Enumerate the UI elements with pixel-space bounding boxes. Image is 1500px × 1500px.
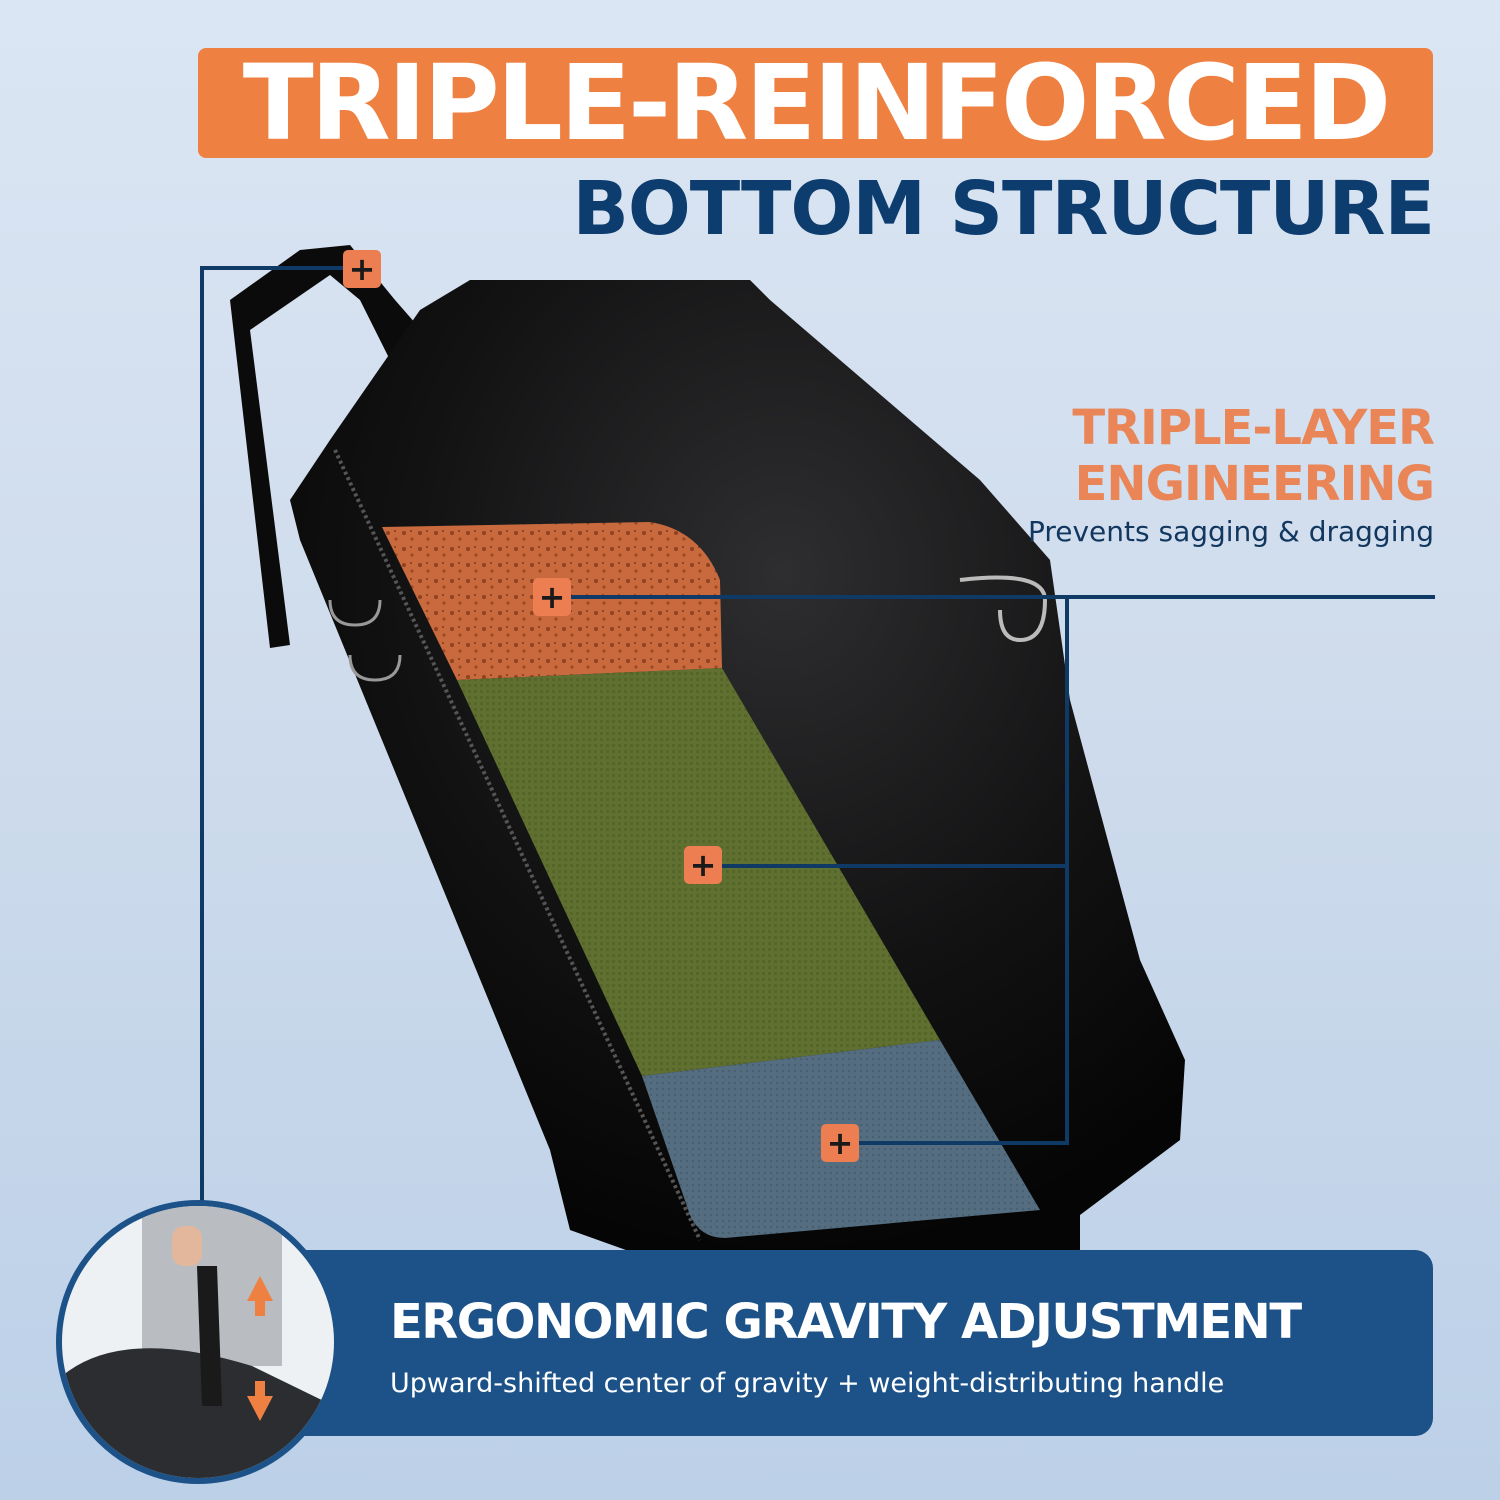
hand-holding-bag-image xyxy=(62,1206,334,1478)
carabiner-icon xyxy=(348,654,402,682)
feature-title-line2: ENGINEERING xyxy=(1074,456,1435,512)
zipper xyxy=(333,449,702,1241)
handle-inset-photo xyxy=(56,1200,340,1484)
ergonomic-banner: ERGONOMIC GRAVITY ADJUSTMENT Upward-shif… xyxy=(215,1250,1433,1436)
arrow-up-icon xyxy=(247,1276,273,1316)
headline-banner: TRIPLE-REINFORCED xyxy=(198,48,1433,158)
plus-icon[interactable]: + xyxy=(533,578,571,616)
plus-icon[interactable]: + xyxy=(343,250,381,288)
subheadline: BOTTOM STRUCTURE xyxy=(572,166,1435,252)
banner-title: ERGONOMIC GRAVITY ADJUSTMENT xyxy=(390,1294,1302,1350)
carabiner-icon xyxy=(328,599,382,627)
banner-description: Upward-shifted center of gravity + weigh… xyxy=(390,1368,1225,1399)
callout-lines xyxy=(200,266,1435,1210)
plus-icon[interactable]: + xyxy=(821,1124,859,1162)
plus-icon[interactable]: + xyxy=(684,846,722,884)
arrow-down-icon xyxy=(247,1381,273,1421)
feature-title: TRIPLE-LAYER ENGINEERING xyxy=(1072,400,1435,512)
carabiner-icon xyxy=(959,575,1048,643)
feature-description: Prevents sagging & dragging xyxy=(1027,515,1434,548)
headline: TRIPLE-REINFORCED xyxy=(242,42,1392,164)
feature-title-line1: TRIPLE-LAYER xyxy=(1072,400,1435,456)
